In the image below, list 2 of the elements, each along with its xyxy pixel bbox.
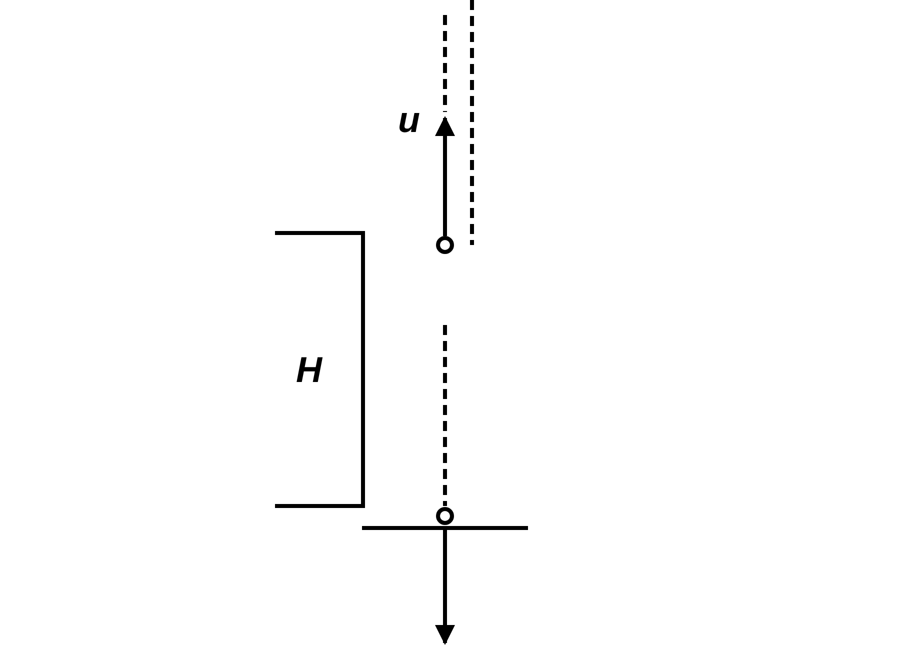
symbol-label: u	[398, 102, 420, 138]
symbol-label: H	[296, 352, 322, 388]
